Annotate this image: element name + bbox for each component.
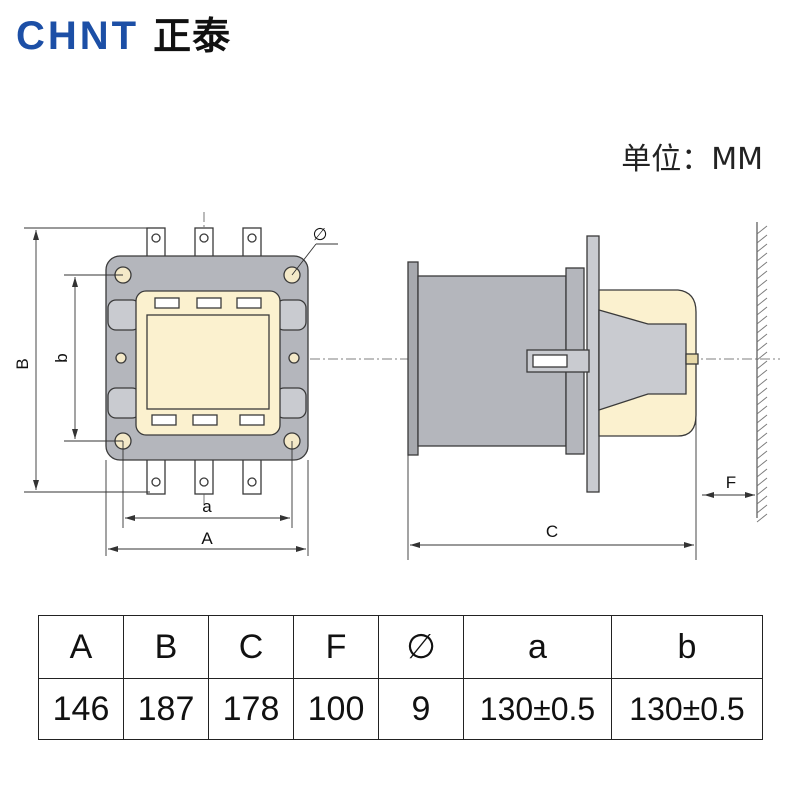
dim-label-a: a <box>202 497 212 516</box>
mounting-wall <box>756 222 768 523</box>
table-value-cell: 146 <box>38 678 124 740</box>
dim-label-C: C <box>546 522 558 541</box>
table-header-cell: b <box>611 615 763 679</box>
dim-label-b: b <box>52 353 71 362</box>
front-view <box>105 227 309 495</box>
table-header-row: A B C F ∅ a b <box>38 615 763 679</box>
table-header-cell: a <box>463 615 612 679</box>
dim-label-F: F <box>726 473 736 492</box>
table-values-row: 146 187 178 100 9 130±0.5 130±0.5 <box>38 678 763 740</box>
table-value-cell: 100 <box>293 678 379 740</box>
table-value-cell: 178 <box>208 678 294 740</box>
table-value-cell: 130±0.5 <box>611 678 763 740</box>
table-header-cell: ∅ <box>378 615 464 679</box>
terminal-bottom-1 <box>146 455 166 495</box>
terminal-bottom-2 <box>194 455 214 495</box>
side-arrowheads <box>410 492 755 548</box>
dim-label-A: A <box>201 529 213 548</box>
table-value-cell: 187 <box>123 678 209 740</box>
dim-label-B: B <box>13 358 32 369</box>
chnt-logo: CHNT 正泰 <box>16 10 231 62</box>
unit-label: 单位：MM <box>621 142 763 177</box>
brand-cjk: 正泰 <box>153 14 232 58</box>
table-header-cell: A <box>38 615 124 679</box>
table-header-cell: C <box>208 615 294 679</box>
base-flange <box>407 261 419 456</box>
dim-label-diameter: ∅ <box>313 225 328 244</box>
terminal-bottom-3 <box>242 455 262 495</box>
dimension-table: A B C F ∅ a b 146 187 178 100 9 130±0.5 … <box>38 615 763 740</box>
side-view <box>407 235 699 493</box>
dimension-drawing: B b a A C F ∅ <box>13 212 780 560</box>
table-header-cell: F <box>293 615 379 679</box>
table-value-cell: 9 <box>378 678 464 740</box>
arrowheads <box>33 230 306 552</box>
table-header-cell: B <box>123 615 209 679</box>
brand-latin: CHNT <box>16 14 140 58</box>
table-value-cell: 130±0.5 <box>463 678 612 740</box>
front-dimensions <box>24 227 338 556</box>
